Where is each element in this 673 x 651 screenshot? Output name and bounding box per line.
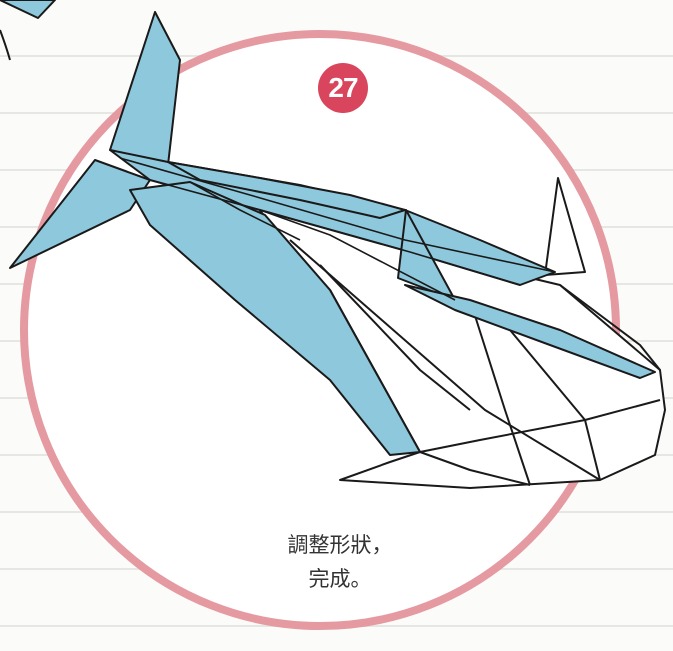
whale-belly-flank	[129, 181, 421, 456]
caption-line-2: 完成。	[308, 567, 372, 591]
whale-tail-upper	[109, 11, 181, 166]
whale-tail-lower	[9, 159, 151, 269]
whale-white-fin	[544, 177, 586, 276]
whale-side-stripe	[404, 284, 656, 379]
instruction-caption: 調整形狀， 完成。	[250, 528, 430, 596]
caption-line-1: 調整形狀，	[287, 533, 393, 557]
whale-crease-lines	[119, 157, 556, 301]
step-number-badge: 27	[318, 63, 368, 113]
whale-body	[254, 177, 666, 489]
whale-back-ridge	[167, 161, 406, 219]
whale-blue-parts	[9, 11, 656, 456]
previous-step-fragment	[0, 0, 56, 61]
